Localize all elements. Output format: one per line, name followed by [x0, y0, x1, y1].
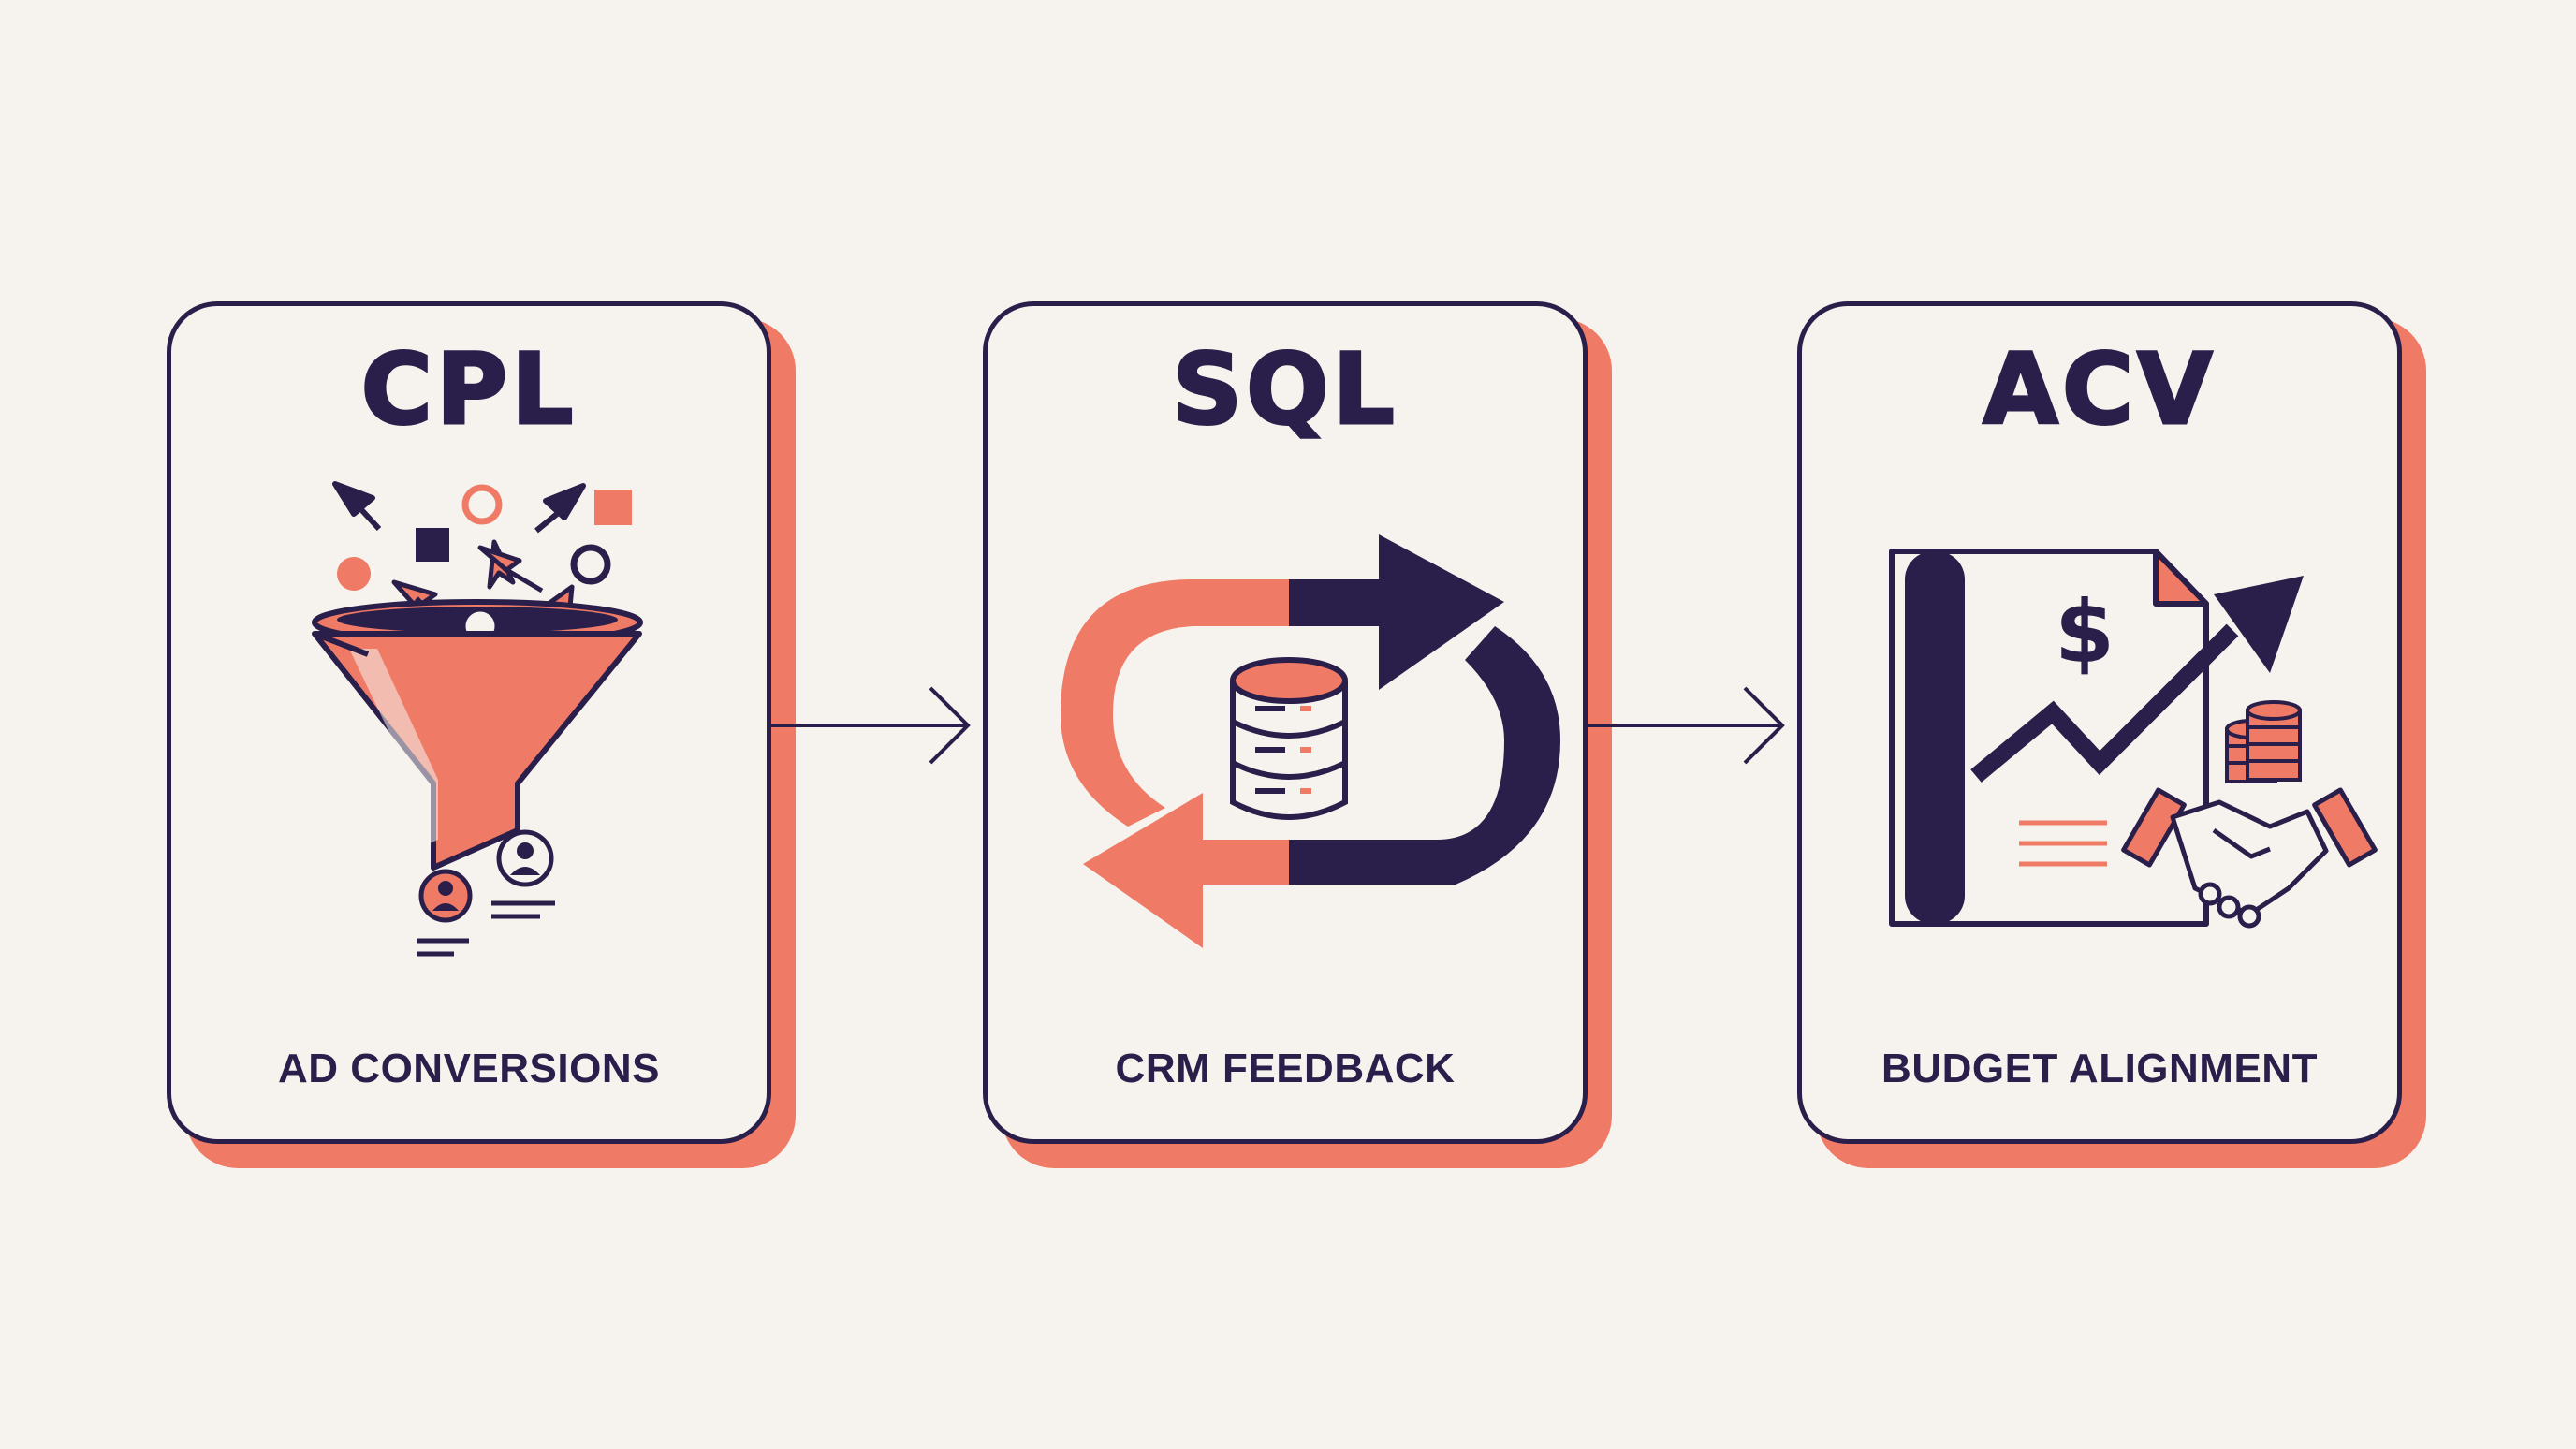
step-card-cpl: CPL [167, 301, 771, 1144]
cursor-icon [332, 481, 586, 534]
step-card-sql: SQL CRM FEED [983, 301, 1588, 1144]
coins-icon [2225, 700, 2302, 783]
trend-up-icon [1970, 576, 2304, 783]
arrow-right-icon [1588, 686, 1785, 765]
step-card-acv: ACV $ [1797, 301, 2402, 1144]
step-title-sql: SQL [1171, 331, 1398, 448]
step-caption-acv: BUDGET ALIGNMENT [1881, 1046, 2318, 1091]
circle-particle [461, 484, 503, 525]
circle-particle [570, 544, 611, 585]
svg-text:$: $ [2055, 582, 2115, 682]
contract-growth-icon: $ [1889, 549, 2378, 929]
funnel-icon [312, 481, 643, 957]
step-caption-cpl: AD CONVERSIONS [278, 1046, 660, 1091]
circle-particle [337, 557, 371, 591]
user-icon [491, 829, 555, 919]
step-caption-sql: CRM FEEDBACK [1115, 1046, 1456, 1091]
square-particle [594, 490, 632, 525]
step-title-cpl: CPL [359, 331, 578, 448]
step-title-acv: ACV [1982, 331, 2217, 448]
square-particle [416, 528, 449, 562]
user-icon [417, 869, 473, 957]
handshake-icon [2121, 787, 2378, 929]
database-cycle-icon [1061, 534, 1560, 948]
arrow-right-icon [771, 686, 971, 765]
database-icon [1230, 657, 1348, 820]
document-icon: $ [1889, 549, 2209, 927]
